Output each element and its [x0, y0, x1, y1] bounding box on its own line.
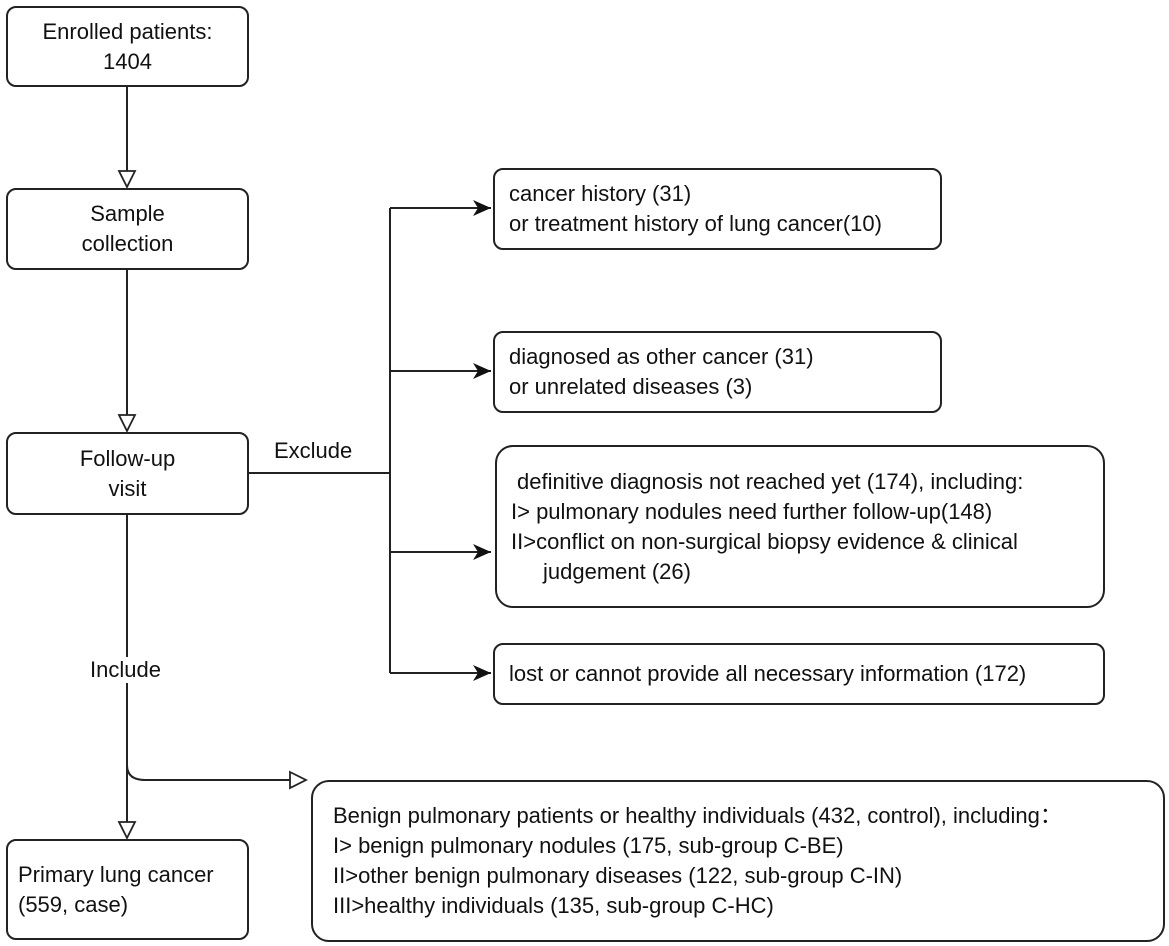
followup-line1: Follow-up — [79, 445, 176, 471]
control-line4: III>healthy individuals (135, sub-group … — [333, 893, 774, 918]
exclusion-undiagnosed-node: definitive diagnosis not reached yet (17… — [495, 445, 1105, 608]
excl4-line1: lost or cannot provide all necessary inf… — [509, 661, 1027, 686]
primary-line1: Primary lung cancer — [18, 861, 214, 887]
exclude-label: Exclude — [272, 438, 355, 464]
excl1-line1: cancer history (31) — [509, 181, 692, 206]
exclusion-other-cancer-node: diagnosed as other cancer (31) or unrela… — [493, 331, 942, 413]
control-line1: Benign pulmonary patients or healthy ind… — [333, 803, 1062, 828]
enrolled-patients-node: Enrolled patients: 1404 — [6, 6, 249, 87]
primary-line2: (559, case) — [18, 891, 129, 917]
arrow-to-control — [126, 764, 306, 780]
control-group-node: Benign pulmonary patients or healthy ind… — [311, 780, 1165, 942]
exclusion-lost-info-node: lost or cannot provide all necessary inf… — [493, 643, 1105, 705]
excl3-line1: definitive diagnosis not reached yet (17… — [517, 468, 1024, 494]
excl3-line4: judgement (26) — [543, 558, 691, 584]
excl2-line1: diagnosed as other cancer (31) — [509, 344, 814, 369]
exclusion-cancer-history-node: cancer history (31) or treatment history… — [493, 168, 942, 250]
enrolled-line2: 1404 — [103, 48, 152, 74]
enrolled-line1: Enrolled patients: — [42, 18, 213, 44]
include-label: Include — [88, 657, 163, 683]
excl3-line3: II>conflict on non-surgical biopsy evide… — [511, 528, 1018, 554]
control-line2: I> benign pulmonary nodules (175, sub-gr… — [333, 833, 844, 858]
followup-line2: visit — [108, 475, 147, 501]
sample-line1: Sample — [90, 201, 165, 226]
control-line3: II>other benign pulmonary diseases (122,… — [333, 863, 903, 888]
excl2-line2: or unrelated diseases (3) — [509, 374, 753, 399]
excl3-line2: I> pulmonary nodules need further follow… — [511, 498, 993, 524]
sample-line2: collection — [81, 231, 174, 256]
sample-collection-node: Sample collection — [6, 188, 249, 270]
primary-lung-cancer-node: Primary lung cancer (559, case) — [6, 839, 249, 940]
follow-up-visit-node: Follow-up visit — [6, 432, 249, 515]
excl1-line2: or treatment history of lung cancer(10) — [509, 211, 882, 236]
